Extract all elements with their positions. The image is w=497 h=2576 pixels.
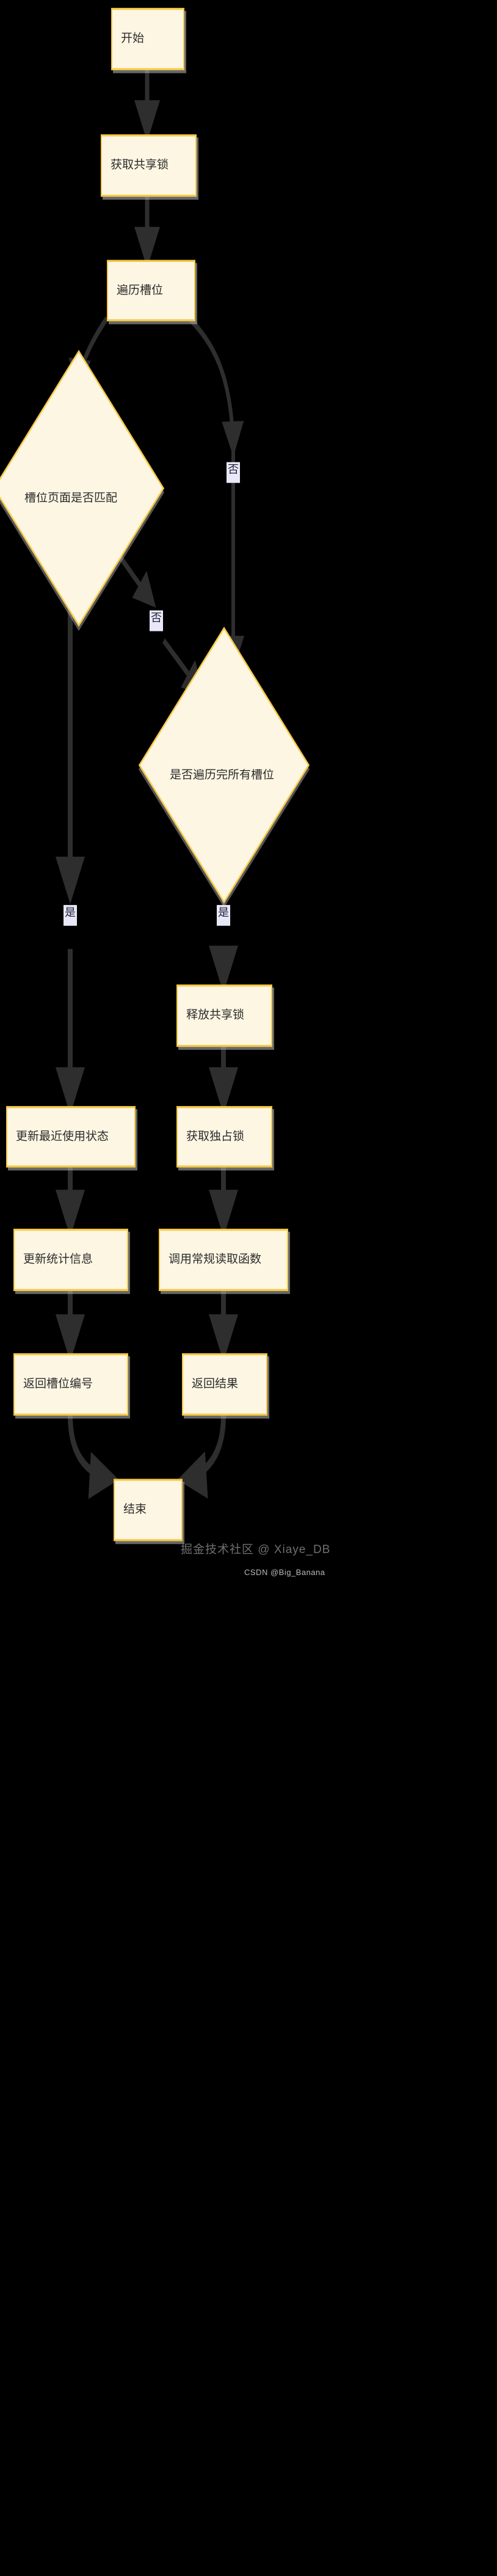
node-return-result-label: 返回结果 bbox=[192, 1377, 239, 1391]
node-return-slot-no[interactable]: 返回槽位编号 bbox=[13, 1353, 128, 1416]
watermark-secondary: CSDN @Big_Banana bbox=[244, 1567, 325, 1577]
node-iterate-slots-label: 遍历槽位 bbox=[117, 283, 164, 297]
node-end-label: 结束 bbox=[123, 1503, 147, 1516]
edge-label-match-no: 否 bbox=[150, 610, 163, 631]
node-release-shared-lock[interactable]: 释放共享锁 bbox=[176, 984, 272, 1047]
node-update-recent-use[interactable]: 更新最近使用状态 bbox=[6, 1106, 136, 1168]
node-acquire-exclusive-lock[interactable]: 获取独占锁 bbox=[176, 1106, 272, 1168]
edge-label-alldone-yes: 是 bbox=[217, 904, 230, 926]
node-start[interactable]: 开始 bbox=[111, 7, 184, 70]
node-return-result[interactable]: 返回结果 bbox=[182, 1353, 267, 1416]
node-call-normal-read[interactable]: 调用常规读取函数 bbox=[159, 1228, 288, 1291]
node-call-normal-read-label: 调用常规读取函数 bbox=[169, 1253, 262, 1266]
edge-returnslot-to-end bbox=[68, 1415, 119, 1499]
watermark-primary: 掘金技术社区 @ Xiaye_DB bbox=[181, 1543, 331, 1557]
edge-iterate-to-alldone bbox=[188, 316, 244, 457]
node-slot-page-match-label: 槽位页面是否匹配 bbox=[24, 492, 118, 505]
node-start-label: 开始 bbox=[121, 32, 145, 45]
node-all-slots-done-label: 是否遍历完所有槽位 bbox=[170, 769, 275, 782]
node-iterate-slots[interactable]: 遍历槽位 bbox=[107, 260, 195, 322]
node-release-shared-lock-label: 释放共享锁 bbox=[186, 1008, 245, 1022]
node-acquire-exclusive-lock-label: 获取独占锁 bbox=[186, 1129, 245, 1143]
node-update-stats[interactable]: 更新统计信息 bbox=[13, 1228, 128, 1291]
node-acquire-shared-lock-label: 获取共享锁 bbox=[111, 158, 169, 172]
edge-returnresult-to-end bbox=[177, 1415, 226, 1499]
flowchart-canvas: slot traversal diamond --> update recent… bbox=[0, 7, 331, 1577]
node-slot-page-match[interactable]: 槽位页面是否匹配 bbox=[0, 349, 165, 627]
node-return-slot-no-label: 返回槽位编号 bbox=[23, 1377, 93, 1391]
node-all-slots-done-shape bbox=[138, 627, 310, 904]
node-update-recent-use-label: 更新最近使用状态 bbox=[16, 1129, 109, 1143]
node-update-stats-label: 更新统计信息 bbox=[23, 1253, 93, 1266]
edge-label-match-yes: 是 bbox=[63, 904, 77, 926]
node-end[interactable]: 结束 bbox=[114, 1479, 183, 1541]
node-all-slots-done[interactable]: 是否遍历完所有槽位 bbox=[138, 627, 310, 904]
edge-label-iterate-no: 否 bbox=[227, 462, 240, 483]
node-acquire-shared-lock[interactable]: 获取共享锁 bbox=[101, 134, 197, 197]
